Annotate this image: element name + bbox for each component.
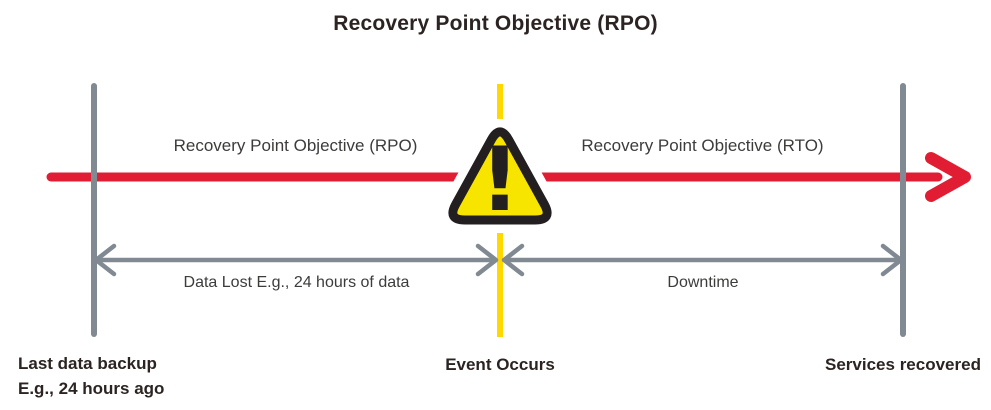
warning-triangle-body <box>448 127 552 225</box>
warning-exclamation-glyph: ! <box>480 128 520 231</box>
data-lost-caption: Data Lost E.g., 24 hours of data <box>183 274 410 291</box>
milestone-markers <box>91 83 906 337</box>
last-backup-label: Last data backup E.g., 24 hours ago <box>18 351 164 401</box>
last-backup-label-line1: Last data backup <box>18 354 157 373</box>
data-lost-arrowhead-right-icon <box>475 243 499 277</box>
data-lost-arrow <box>93 243 499 277</box>
diagram-title: Recovery Point Objective (RPO) <box>333 12 658 35</box>
downtime-caption: Downtime <box>667 274 739 291</box>
warning-triangle-icon: ! <box>439 119 561 233</box>
downtime-arrowhead-right-icon <box>880 243 904 277</box>
timeline-arrowhead-icon <box>925 152 971 202</box>
downtime-arrow <box>501 243 904 277</box>
services-recovered-label: Services recovered <box>825 355 981 374</box>
rto-segment-label: Recovery Point Objective (RTO) <box>581 136 824 155</box>
rpo-segment-label: Recovery Point Objective (RPO) <box>173 136 418 155</box>
last-backup-label-line2: E.g., 24 hours ago <box>18 379 165 398</box>
range-arrows <box>93 243 904 277</box>
downtime-arrowhead-left-icon <box>501 243 525 277</box>
data-lost-arrowhead-left-icon <box>93 243 117 277</box>
event-occurs-label: Event Occurs <box>445 355 555 374</box>
